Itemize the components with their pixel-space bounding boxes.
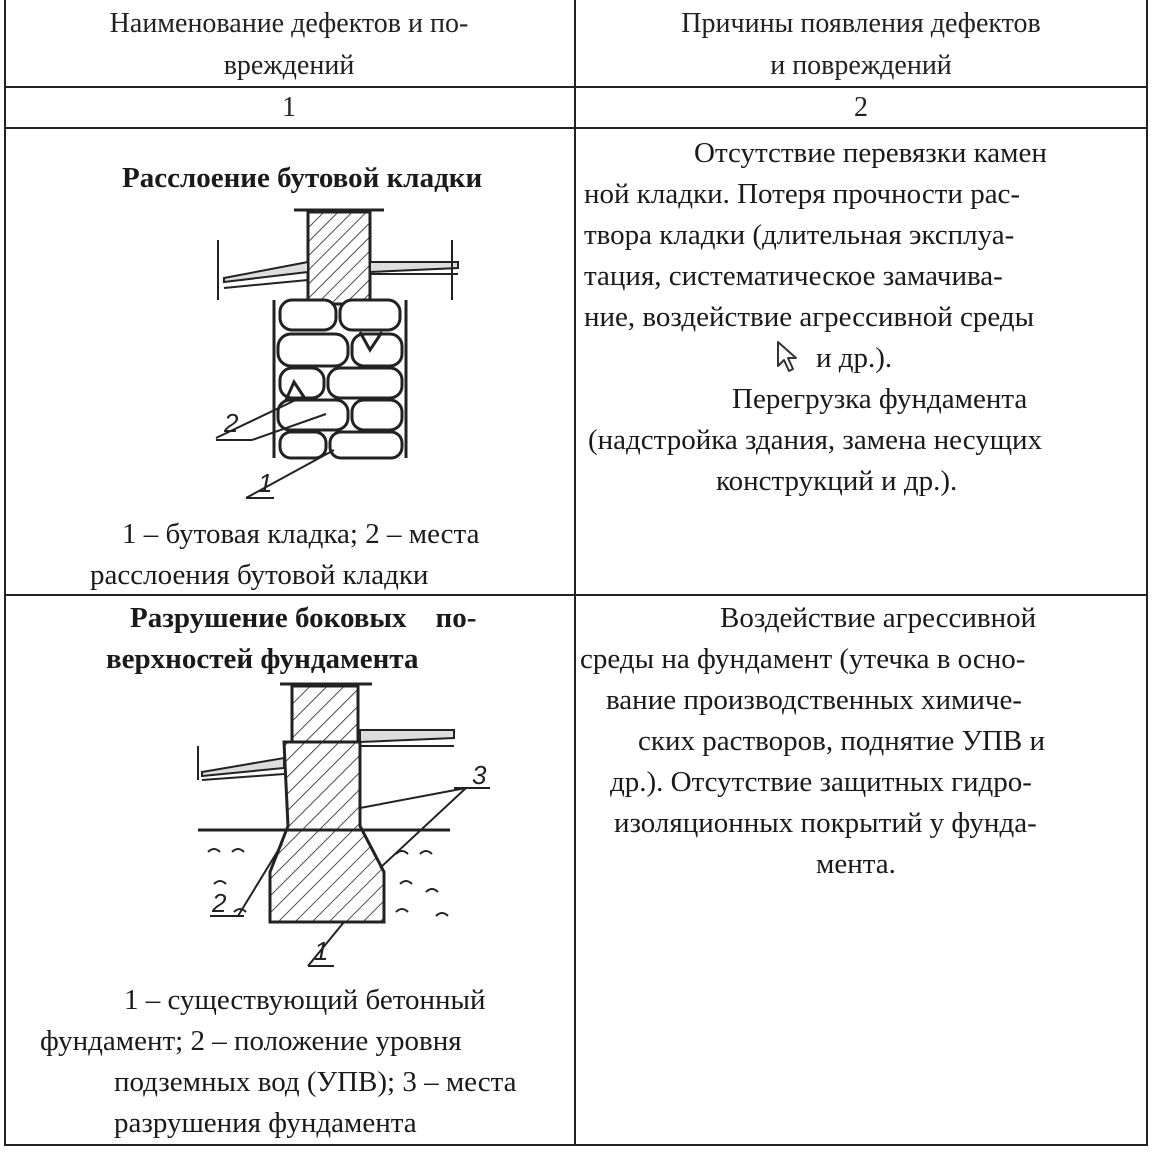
row1-cause-line6: и др.).: [816, 342, 893, 374]
row1-cause-line1: Отсутствие перевязки камен: [694, 137, 1047, 169]
row2-title-line1: Разрушение боковых по-: [130, 602, 477, 634]
column-number-2: 2: [854, 92, 868, 123]
row2-water-waves: [207, 848, 449, 917]
row1-wall: [306, 210, 372, 306]
table-bottom-border: [4, 1144, 1148, 1146]
row1-cause-line2: ной кладки. Потеря прочности рас-: [584, 178, 1021, 210]
row1-cause-line3: твора кладки (длительная эксплуа-: [584, 219, 1015, 251]
header-col1-line2: вреждений: [223, 50, 355, 81]
row-divider: [4, 594, 1148, 596]
column-number-1: 1: [282, 92, 296, 123]
row2-cause-line3: вание производственных химиче-: [606, 684, 1022, 716]
row2-figure: 3 2 1: [197, 682, 490, 967]
row2-cause-line4: ских растворов, поднятие УПВ и: [638, 725, 1046, 757]
defects-table: Наименование дефектов и по- вреждений Пр…: [4, 0, 1148, 1146]
row1-floor-left: [223, 260, 309, 284]
header-col2-line2: и повреждений: [770, 50, 952, 81]
row1-cause-line8: (надстройка здания, замена несущих: [588, 424, 1043, 456]
row1-floor-right: [369, 261, 459, 274]
row2-cause-line1: Воздействие агрессивной: [720, 602, 1037, 634]
row1-caption-line1: 1 – бутовая кладка; 2 – места: [122, 518, 480, 550]
table-right-border: [1146, 0, 1148, 1146]
row2-cause-line7: мента.: [816, 848, 896, 880]
row1-cause-line7: Перегрузка фундамента: [732, 383, 1028, 415]
row2-title-line2: верхностей фундамента: [106, 643, 419, 675]
header-col2-line1: Причины появления дефектов: [681, 8, 1041, 39]
row1-cause-line4: тация, систематическое замачива-: [584, 260, 1003, 292]
row2-caption-line1: 1 – существующий бетонный: [124, 984, 486, 1016]
header-col1-line1: Наименование дефектов и по-: [109, 8, 469, 39]
row1-figure-label-1: 1: [258, 468, 272, 498]
row2-wall: [290, 684, 360, 744]
column-divider: [574, 0, 576, 1146]
row2-cause-line2: среды на фундамент (утечка в осно-: [580, 643, 1026, 675]
table-left-border: [4, 0, 6, 1146]
row2-cause-line5: др.). Отсутствие защитных гидро-: [610, 766, 1032, 798]
row2-cause-line6: изоляционных покрытий у фунда-: [614, 807, 1037, 839]
number-row-divider: [4, 127, 1148, 129]
row1-title: Расслоение бутовой кладки: [122, 162, 483, 194]
row2-figure-label-1: 1: [314, 936, 328, 966]
row2-caption-line4: разрушения фундамента: [114, 1107, 417, 1139]
mouse-cursor-icon: [777, 341, 797, 372]
row2-caption-line2: фундамент; 2 – положение уровня: [40, 1025, 462, 1057]
row1-caption-line2: расслоения бутовой кладки: [90, 559, 429, 591]
row1-figure-label-2: 2: [223, 408, 239, 438]
row1-cause-line5: ние, воздействие агрессивной среды: [584, 301, 1035, 333]
row2-caption-line3: подземных вод (УПВ); 3 – места: [114, 1066, 517, 1098]
row2-figure-label-3: 3: [472, 760, 487, 790]
row1-cause-line9: конструкций и др.).: [716, 465, 958, 497]
header-divider: [4, 86, 1148, 88]
row1-rubble-masonry: [276, 298, 404, 460]
row2-foundation: [268, 740, 386, 924]
row1-figure: 2 1: [215, 208, 459, 499]
row2-figure-label-2: 2: [211, 888, 227, 918]
